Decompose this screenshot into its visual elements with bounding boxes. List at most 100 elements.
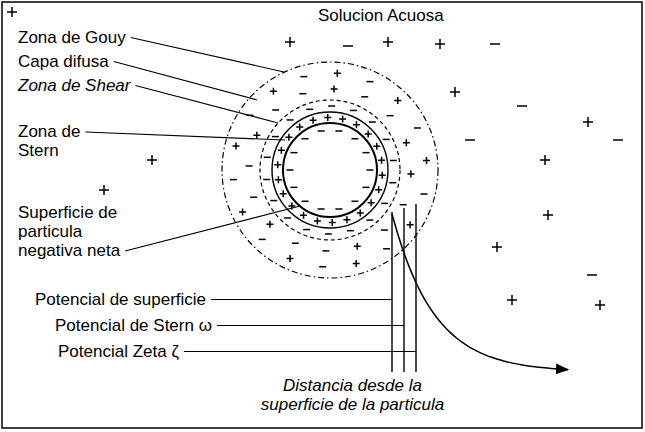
negative-ion bbox=[303, 229, 310, 231]
positive-ion bbox=[583, 117, 593, 127]
positive-ion bbox=[278, 147, 285, 154]
potential-curve bbox=[392, 214, 568, 370]
negative-ion bbox=[369, 121, 376, 123]
zone-label: Zona de Stern bbox=[18, 122, 93, 160]
negative-ion bbox=[325, 233, 332, 235]
stern-boundary bbox=[272, 112, 388, 228]
positive-ion bbox=[450, 87, 460, 97]
negative-ion bbox=[361, 96, 368, 98]
negative-ion bbox=[306, 109, 313, 111]
negative-ion bbox=[328, 105, 335, 107]
zone-label: Capa difusa bbox=[18, 52, 109, 71]
positive-ion bbox=[275, 176, 282, 183]
positive-ion bbox=[492, 242, 502, 252]
negative-ion bbox=[400, 204, 407, 206]
negative-ion bbox=[363, 152, 370, 154]
positive-ion bbox=[435, 39, 445, 49]
positive-ion bbox=[403, 139, 410, 146]
positive-ion bbox=[368, 199, 375, 206]
negative-ion bbox=[613, 139, 623, 141]
positive-ion bbox=[365, 130, 372, 137]
leader-line bbox=[131, 38, 284, 73]
negative-ion bbox=[335, 208, 342, 210]
negative-ion bbox=[343, 45, 353, 47]
positive-ion bbox=[329, 219, 336, 226]
leader-line bbox=[184, 351, 416, 352]
leader-line bbox=[85, 132, 285, 140]
positive-ion bbox=[296, 124, 303, 131]
negative-ion bbox=[350, 110, 357, 112]
negative-ion bbox=[292, 242, 299, 244]
negative-ion bbox=[270, 200, 277, 202]
positive-ion bbox=[314, 217, 321, 224]
positive-ion bbox=[343, 216, 350, 223]
negative-ion bbox=[302, 138, 309, 140]
medium-label: Solucion Acuosa bbox=[318, 6, 444, 25]
negative-ion bbox=[490, 43, 500, 45]
negative-ion bbox=[381, 203, 388, 205]
negative-ion bbox=[351, 138, 358, 140]
positive-ion bbox=[270, 88, 277, 95]
zone-label: Zona de Gouy bbox=[18, 28, 126, 47]
positive-ion bbox=[407, 171, 414, 178]
negative-ion bbox=[272, 109, 279, 111]
negative-ion bbox=[272, 136, 279, 138]
negative-ion bbox=[284, 217, 291, 219]
frame bbox=[2, 2, 642, 428]
negative-ion bbox=[381, 229, 388, 231]
positive-ion bbox=[285, 37, 295, 47]
negative-ion bbox=[383, 139, 390, 141]
negative-ion bbox=[587, 274, 597, 276]
positive-ion bbox=[99, 185, 109, 195]
negative-ion bbox=[230, 179, 237, 181]
negative-ion bbox=[264, 157, 271, 159]
negative-ion bbox=[420, 193, 427, 195]
surface-potential-line bbox=[391, 212, 392, 372]
positive-ion bbox=[407, 221, 414, 228]
positive-ion bbox=[540, 155, 550, 165]
positive-ion bbox=[253, 132, 260, 139]
positive-ion bbox=[300, 212, 307, 219]
shear-plane bbox=[260, 100, 400, 240]
positive-ion bbox=[353, 121, 360, 128]
negative-ion bbox=[290, 187, 297, 189]
positive-ion bbox=[383, 37, 393, 47]
negative-ion bbox=[250, 196, 257, 198]
negative-ion bbox=[347, 230, 354, 232]
negative-ion bbox=[383, 248, 390, 250]
stern-potential-line bbox=[403, 208, 404, 372]
positive-ion bbox=[375, 186, 382, 193]
leader-line bbox=[125, 206, 300, 251]
negative-ion bbox=[322, 250, 329, 252]
zone-label: Potencial Zeta ζ bbox=[58, 342, 179, 361]
negative-ion bbox=[351, 201, 358, 203]
negative-ion bbox=[318, 208, 325, 210]
positive-ion bbox=[334, 70, 341, 77]
positive-ion bbox=[595, 300, 605, 310]
negative-ion bbox=[300, 76, 307, 78]
negative-ion bbox=[390, 160, 397, 162]
positive-ion bbox=[310, 117, 317, 124]
positive-ion bbox=[239, 209, 246, 216]
positive-ion bbox=[394, 97, 401, 104]
negative-ion bbox=[367, 169, 374, 171]
positive-ion bbox=[280, 190, 287, 197]
negative-ion bbox=[414, 127, 421, 129]
negative-ion bbox=[319, 266, 326, 268]
negative-ion bbox=[366, 81, 373, 83]
positive-ion bbox=[507, 295, 517, 305]
negative-ion bbox=[246, 165, 253, 167]
positive-ion bbox=[287, 255, 294, 262]
negative-ion bbox=[259, 239, 266, 241]
positive-ion bbox=[324, 114, 331, 121]
zone-label: Zona de Shear bbox=[18, 76, 130, 95]
zone-label: Potencial de Stern ω bbox=[55, 316, 212, 335]
positive-ion bbox=[378, 157, 385, 164]
negative-ion bbox=[302, 201, 309, 203]
leader-line bbox=[211, 299, 392, 300]
negative-ion bbox=[387, 115, 394, 117]
negative-ion bbox=[287, 119, 294, 121]
positive-ion bbox=[339, 116, 346, 123]
negative-ion bbox=[290, 152, 297, 154]
zeta-potential-line bbox=[415, 204, 416, 372]
